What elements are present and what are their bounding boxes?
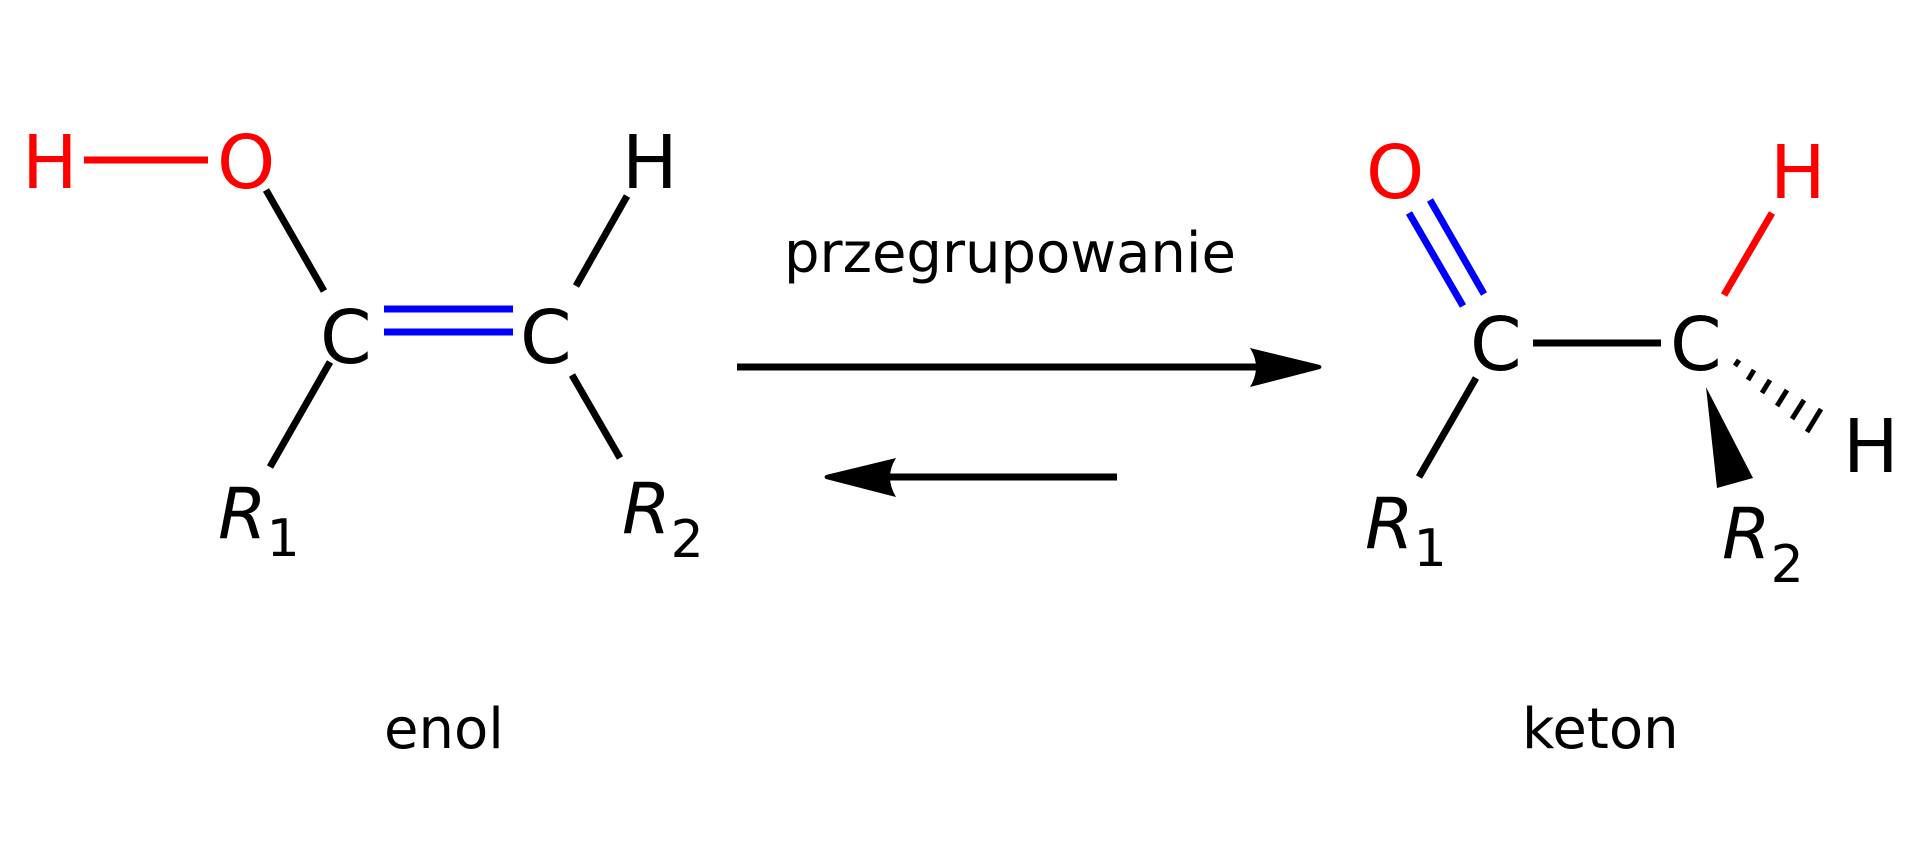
keton-c-h-migrated-bond [1720,211,1776,297]
keton-c-r1-bond [1415,376,1480,479]
keton-carbonyl-carbon: C [1470,302,1522,388]
keton-label: keton [1522,697,1679,762]
keton-hashed-wedge-bond [1732,358,1824,434]
enol-hydroxyl-hydrogen: H [22,120,78,206]
keton-alpha-carbon: C [1670,302,1722,388]
keton-r1-group: R1 [1365,483,1447,579]
enol-vinyl-hydrogen: H [622,120,678,206]
enol-o-c1-bond [262,188,328,293]
keton-double-bond-right [1426,198,1488,296]
backward-arrowhead-icon [824,458,896,497]
arrow-label: przegrupowanie [784,221,1236,286]
keton-solid-wedge-bond [1706,387,1753,488]
keton-double-bond-left [1405,211,1467,308]
enol-carbon-2: C [520,295,572,381]
forward-arrowhead-icon [1250,348,1322,387]
enol-r2-group: R2 [622,468,704,570]
keton-migrated-hydrogen: H [1770,130,1826,216]
enol-c2-r2-bond [568,373,624,460]
enol-molecule: H O C C H R1 R2 enol [22,120,704,762]
keton-molecule: O C C H H R1 R2 keton [1365,130,1899,762]
keton-hashed-hydrogen: H [1843,404,1899,490]
keton-oxygen: O [1366,130,1424,216]
enol-c2-h-bond [572,194,631,288]
equilibrium-arrows: przegrupowanie [737,221,1322,497]
enol-r1-group: R1 [218,473,300,569]
keton-r2-group: R2 [1722,493,1804,595]
enol-label: enol [384,697,504,762]
enol-c1-r1-bond [266,360,334,469]
